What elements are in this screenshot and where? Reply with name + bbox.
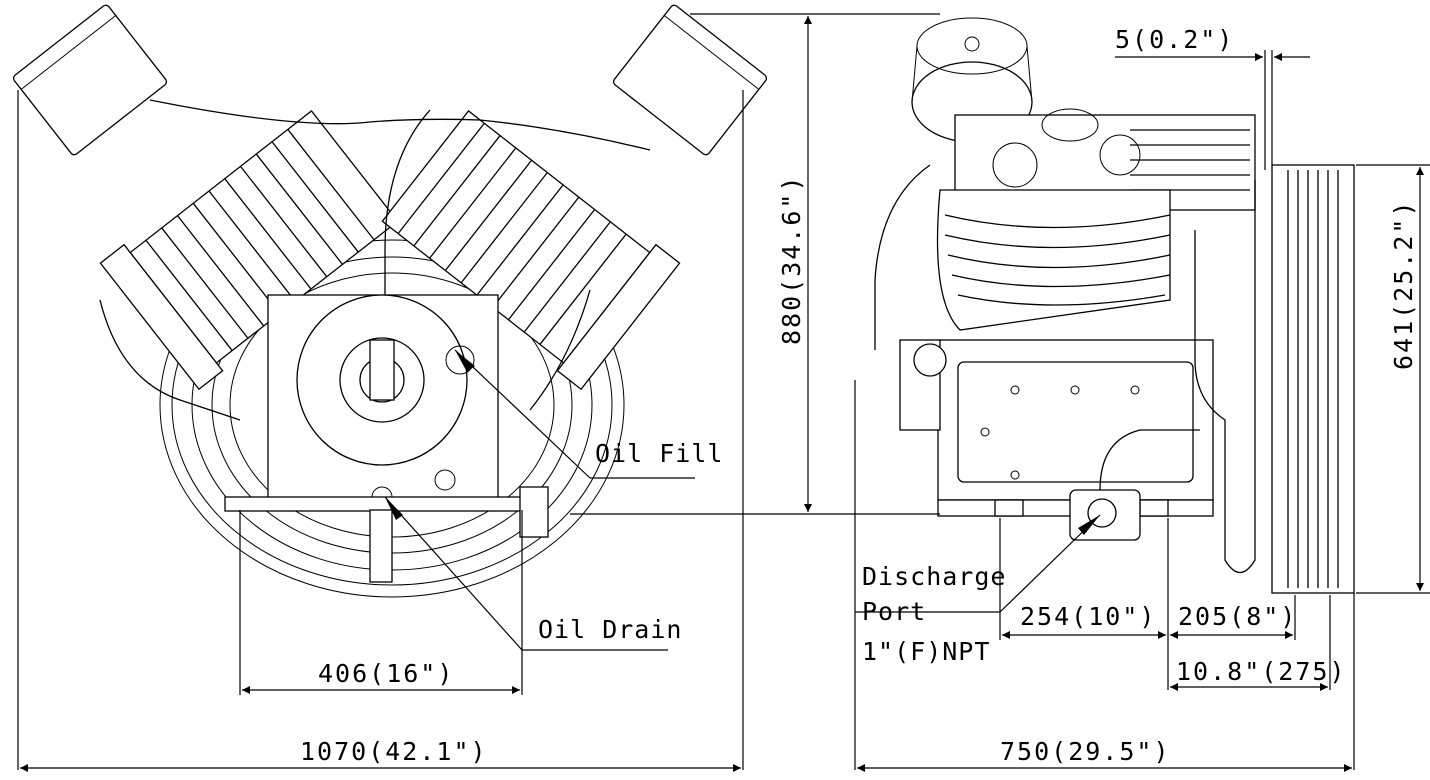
front-right-air-filter: [612, 4, 768, 156]
foot-to-pulley-dimension: 205(8"): [1178, 602, 1297, 631]
side-pulley: [1271, 164, 1355, 594]
dimension-lines: [17, 13, 1430, 772]
side-foot-left: [994, 499, 1024, 517]
front-left-pipe: [99, 299, 241, 421]
leader-lines: [384, 349, 1101, 651]
front-crankcase: [267, 294, 499, 508]
side-left-pipe: [874, 164, 931, 350]
foot-to-foot-dimension: 254(10"): [1020, 602, 1156, 631]
side-foot-right: [1139, 499, 1169, 517]
front-left-air-filter: [12, 4, 168, 156]
side-discharge-pipe: [1099, 429, 1200, 491]
side-crankcase: [899, 339, 1214, 501]
front-left-cylinder: [99, 110, 399, 391]
pulley-diameter-dimension: 641(25.2"): [1389, 199, 1418, 370]
oil-drain-label: Oil Drain: [538, 615, 682, 644]
side-cylinder: [936, 189, 1171, 331]
front-view: [12, 4, 768, 598]
front-right-cylinder: [381, 110, 681, 391]
height-dimension: 880(34.6"): [777, 174, 806, 345]
discharge-port-label-line2: Port: [862, 597, 926, 626]
discharge-port-label-line3: 1"(F)NPT: [862, 637, 990, 666]
side-discharge-port: [1069, 489, 1141, 541]
front-center-pipe: [384, 109, 431, 330]
side-cooler-pipe: [1194, 180, 1256, 574]
side-view: [874, 17, 1355, 594]
foot-spacing-dimension: 406(16"): [318, 659, 454, 688]
side-depth-dimension: 750(29.5"): [1000, 737, 1171, 766]
pulley-offset-dimension: 5(0.2"): [1115, 25, 1234, 54]
pulley-center-dimension: 10.8"(275): [1176, 657, 1347, 686]
front-top-pipe: [149, 99, 651, 151]
front-foot-right: [519, 486, 549, 538]
oil-fill-label: Oil Fill: [595, 439, 723, 468]
front-right-pipe: [529, 289, 591, 411]
front-drain-pipe: [369, 509, 393, 583]
overall-width-dimension: 1070(42.1"): [300, 737, 488, 766]
front-base-rail: [224, 496, 546, 512]
discharge-port-label-line1: Discharge: [862, 562, 1006, 591]
